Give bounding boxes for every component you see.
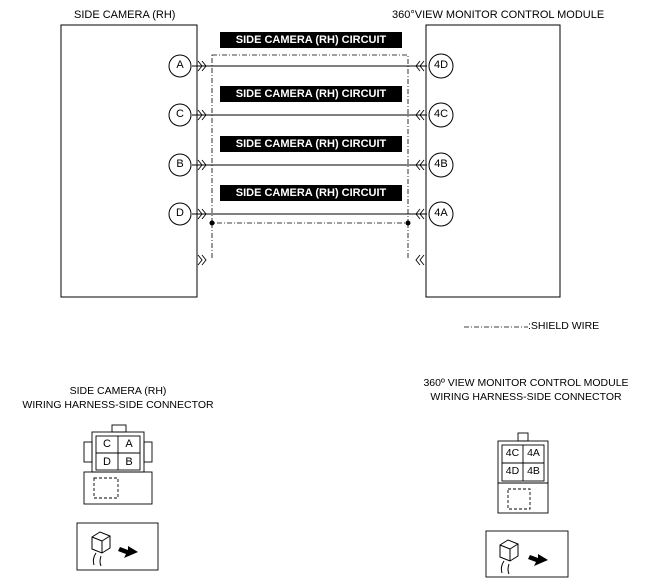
- shield-junction-right: [405, 220, 411, 226]
- right-pin-label-4a: 4A: [434, 207, 448, 219]
- left-connector-face: [83, 424, 153, 505]
- left-connector-pin-a: A: [125, 438, 133, 450]
- right-connector-pin-4c: 4C: [505, 447, 520, 459]
- left-connector-chevrons: [197, 60, 207, 266]
- shield-wire: [211, 54, 409, 260]
- circuit-label-3: SIDE CAMERA (RH) CIRCUIT: [235, 138, 387, 150]
- shield-junction-left: [209, 220, 215, 226]
- right-pins: [428, 53, 454, 227]
- right-connector-pin-4b: 4B: [527, 465, 540, 477]
- shield-wire-legend-label: :SHIELD WIRE: [528, 320, 600, 332]
- circuit-label-1: SIDE CAMERA (RH) CIRCUIT: [235, 34, 387, 46]
- right-module-title: 360°VIEW MONITOR CONTROL MODULE: [392, 9, 605, 21]
- right-plug-view-icon: [485, 530, 569, 578]
- left-connector-title: SIDE CAMERA (RH) WIRING HARNESS-SIDE CON…: [0, 384, 236, 412]
- left-connector-pin-b: B: [125, 456, 133, 468]
- left-pin-label-a: A: [176, 59, 184, 71]
- right-connector-title-line2: WIRING HARNESS-SIDE CONNECTOR: [430, 391, 622, 403]
- right-connector-pin-4a: 4A: [527, 447, 540, 459]
- right-pin-label-4d: 4D: [433, 59, 449, 71]
- right-pin-label-4b: 4B: [434, 158, 448, 170]
- circuit-label-boxes: [220, 32, 402, 201]
- left-connector-title-line2: WIRING HARNESS-SIDE CONNECTOR: [22, 399, 214, 411]
- left-pin-label-b: B: [176, 158, 184, 170]
- right-pin-label-4c: 4C: [433, 108, 449, 120]
- left-module-title: SIDE CAMERA (RH): [74, 9, 176, 21]
- circuit-wires: [192, 65, 427, 215]
- left-plug-view-icon: [76, 522, 159, 571]
- circuit-label-2: SIDE CAMERA (RH) CIRCUIT: [235, 88, 387, 100]
- right-connector-title-line1: 360º VIEW MONITOR CONTROL MODULE: [423, 377, 629, 389]
- left-connector-title-line1: SIDE CAMERA (RH): [69, 385, 167, 397]
- left-pin-label-c: C: [176, 108, 184, 120]
- right-connector-title: 360º VIEW MONITOR CONTROL MODULE WIRING …: [400, 376, 652, 404]
- right-connector-pin-4d: 4D: [505, 465, 520, 477]
- left-pin-label-d: D: [176, 207, 184, 219]
- right-connector-chevrons: [415, 60, 425, 266]
- circuit-label-4: SIDE CAMERA (RH) CIRCUIT: [235, 187, 387, 199]
- left-pins: [168, 54, 192, 226]
- left-connector-pin-c: C: [103, 438, 111, 450]
- right-connector-face: [497, 432, 549, 514]
- left-connector-pin-d: D: [103, 456, 111, 468]
